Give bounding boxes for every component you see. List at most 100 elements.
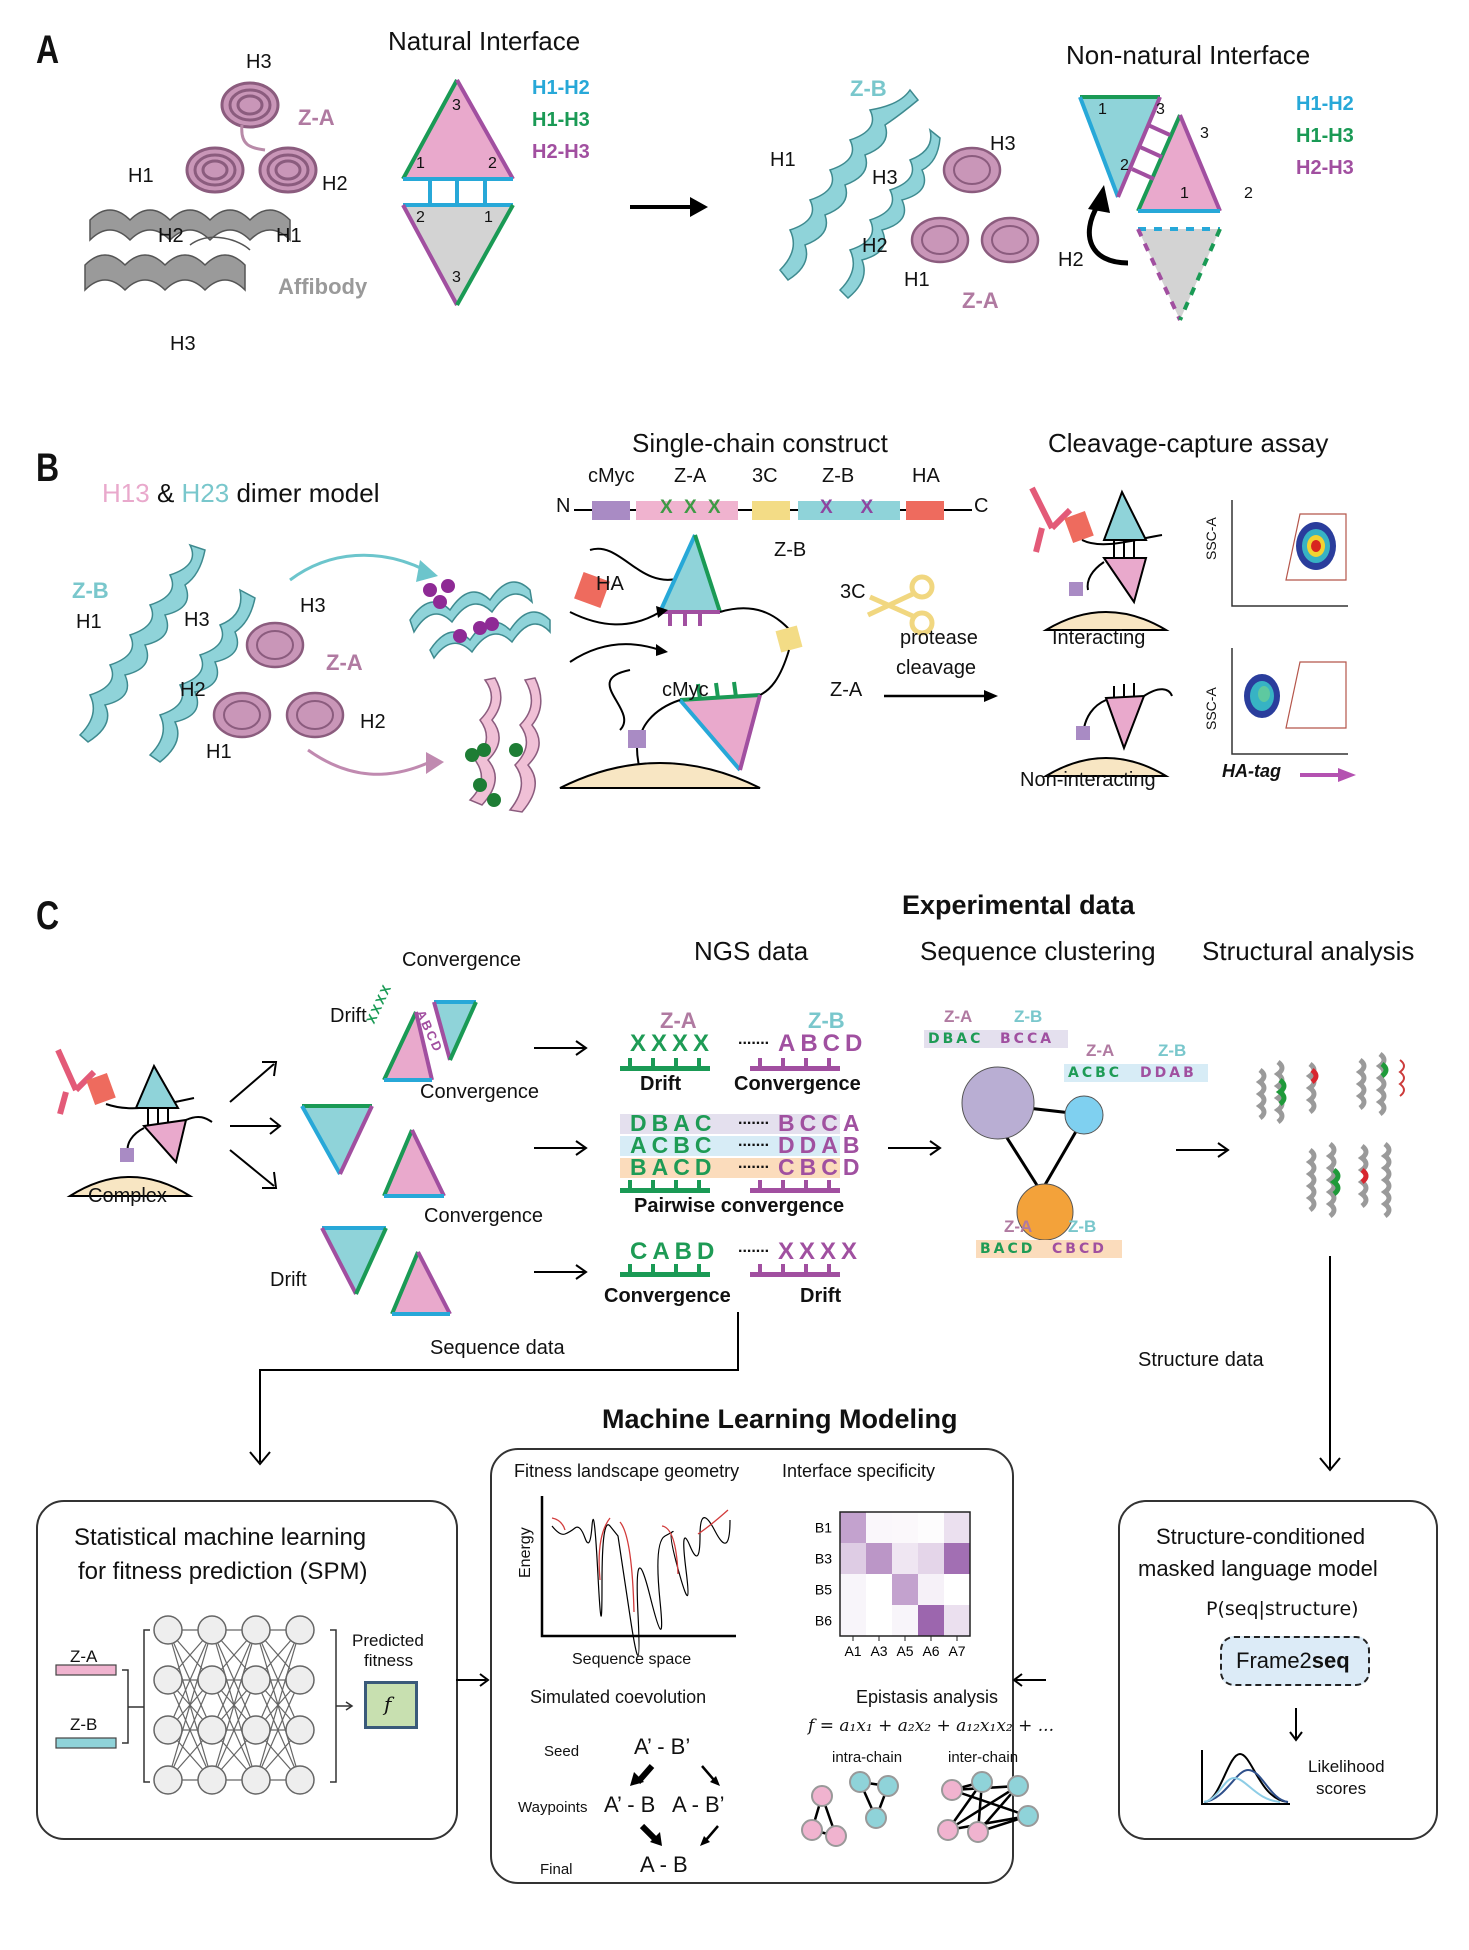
- nn-node: [285, 1765, 315, 1795]
- legend-h2h3: H2-H3: [532, 141, 590, 163]
- ngs-row1-right-label: Convergence: [734, 1073, 861, 1095]
- scenario-3-convergence-drift: [320, 1226, 452, 1316]
- ngs-row1-dots: .......: [738, 1031, 770, 1048]
- vertex-1-top: 1: [416, 155, 425, 172]
- b-zb-h2: H2: [180, 679, 206, 701]
- cmyc-tag-square: [628, 730, 646, 748]
- facs-plot-noninteracting: [1231, 648, 1348, 755]
- heatmap-cell-B3-A5: [892, 1543, 918, 1574]
- vertex-2-top: 2: [488, 155, 497, 172]
- schematic-zb-label: Z-B: [774, 539, 807, 561]
- b-za-label: Z-A: [326, 650, 363, 675]
- heatmap-row-label: B6: [815, 1613, 832, 1629]
- za-affibody-structure: [84, 81, 318, 292]
- ngs-row1-left-label: Drift: [640, 1073, 682, 1095]
- mlm-title-2: masked language model: [1138, 1556, 1378, 1581]
- b-za-h2: H2: [360, 711, 386, 733]
- nn-edge: [211, 1629, 257, 1731]
- za-h2-label: H2: [322, 173, 348, 195]
- cluster2-za: Z-A: [1086, 1041, 1115, 1060]
- heatmap-col-label: A6: [922, 1643, 939, 1659]
- cleavage-arrow: [884, 690, 998, 702]
- za-h3-label: H3: [246, 51, 272, 73]
- heatmap-cell-B5-A3: [866, 1574, 892, 1605]
- nn-legend-h1h3: H1-H3: [1296, 125, 1354, 147]
- noninteracting-schematic: [1042, 683, 1173, 777]
- predicted-fitness-2: fitness: [364, 1651, 414, 1670]
- heatmap-cell-B1-A3: [866, 1512, 892, 1543]
- schematic-cmyc-label: cMyc: [662, 679, 709, 701]
- affibody-h3-label: H3: [170, 333, 196, 355]
- scissors-icon: [866, 574, 935, 636]
- heatmap-col-label: A1: [844, 1643, 861, 1659]
- ngs-row2-combs: [620, 1180, 840, 1193]
- ngs-pair3-left: BACD: [630, 1154, 717, 1180]
- za-helix-h1: [185, 146, 245, 194]
- nn-node: [153, 1715, 183, 1745]
- spm-za-label: Z-A: [70, 1647, 98, 1666]
- scenario-1-convergence-label: Convergence: [402, 949, 521, 971]
- zb-monomer-structure: [409, 579, 551, 660]
- complex-label: Complex: [88, 1185, 167, 1207]
- heatmap-cell-B3-A1: [840, 1543, 866, 1574]
- za-helix-h3: [220, 81, 280, 129]
- cluster2-za-seq: ACBC: [1068, 1065, 1123, 1081]
- fitness-output-box: [364, 1681, 418, 1729]
- ngs-pair3-dots: .......: [738, 1155, 770, 1172]
- ngs-row3-dots: .......: [738, 1239, 770, 1256]
- scenario-2-pairwise: [300, 1104, 446, 1198]
- segment-ha: [906, 501, 944, 520]
- zb-label-a: Z-B: [850, 76, 887, 101]
- ngs-pair1-right: BCCA: [778, 1110, 865, 1136]
- interacting-schematic: [1029, 486, 1163, 605]
- spm-to-ml-arrow: [456, 1673, 490, 1687]
- nn-vertex-2: 2: [1120, 157, 1129, 174]
- construct-c-terminus: C: [974, 495, 989, 517]
- cluster1-band: [924, 1030, 1068, 1048]
- heatmap-cell-B3-A3: [866, 1543, 892, 1574]
- nn-edge: [167, 1629, 213, 1731]
- cluster3-band: [976, 1240, 1122, 1258]
- heatmap-cell-B5-A7: [944, 1574, 970, 1605]
- ngs-pair2-left: ACBC: [630, 1132, 717, 1158]
- ngs-pair1-left: DBAC: [630, 1110, 717, 1136]
- ha-tag-axis-label: HA-tag: [1222, 761, 1281, 781]
- za-h2-label-right: H2: [1058, 249, 1084, 271]
- heatmap-cell-B1-A7: [944, 1512, 970, 1543]
- seg-label-cmyc: cMyc: [588, 465, 635, 487]
- panel-c-letter: C: [36, 894, 60, 938]
- ngs-row3-right-label: Drift: [800, 1285, 842, 1307]
- construct-title: Single-chain construct: [632, 428, 888, 458]
- nn-node: [197, 1765, 227, 1795]
- cluster3-zb: Z-B: [1068, 1217, 1097, 1236]
- ha-tag-square: [574, 572, 610, 608]
- nn-node: [197, 1615, 227, 1645]
- heatmap-row-label: B3: [815, 1551, 832, 1567]
- seg-label-3c: 3C: [752, 465, 778, 487]
- spm-title-1: Statistical machine learning: [74, 1524, 367, 1551]
- clustering-title: Sequence clustering: [920, 936, 1156, 966]
- nn-node: [285, 1665, 315, 1695]
- nn-node: [153, 1665, 183, 1695]
- coevolution-seed-label: Seed: [544, 1743, 580, 1760]
- frame2seq-suffix: seq: [1311, 1648, 1350, 1673]
- nn-vertex-1b: 1: [1180, 185, 1189, 202]
- cluster-to-structure-arrow: [1176, 1142, 1230, 1158]
- ssc-axis-label-bottom: SSC-A: [1203, 687, 1219, 730]
- cluster3-zb-seq: CBCD: [1052, 1241, 1107, 1257]
- nn-node: [197, 1665, 227, 1695]
- nn-edge: [167, 1629, 213, 1781]
- ngs-row3-left: CABD: [630, 1238, 720, 1265]
- cluster-network: [961, 1066, 1104, 1241]
- segment-zb: [798, 501, 900, 520]
- coevolution-waypoint-2: A - B’: [672, 1792, 725, 1817]
- heatmap-cell-B1-A6: [918, 1512, 944, 1543]
- h23-text: H23: [181, 478, 230, 508]
- heatmap-cell-B3-A7: [944, 1543, 970, 1574]
- noninteracting-label: Non-interacting: [1020, 769, 1156, 791]
- cluster2-band: [1064, 1064, 1208, 1082]
- cluster1-za-seq: DBAC: [928, 1031, 984, 1047]
- inter-chain-label: inter-chain: [948, 1749, 1019, 1766]
- b-zb-h1: H1: [76, 611, 102, 633]
- mlm-to-ml-arrow: [1012, 1673, 1046, 1687]
